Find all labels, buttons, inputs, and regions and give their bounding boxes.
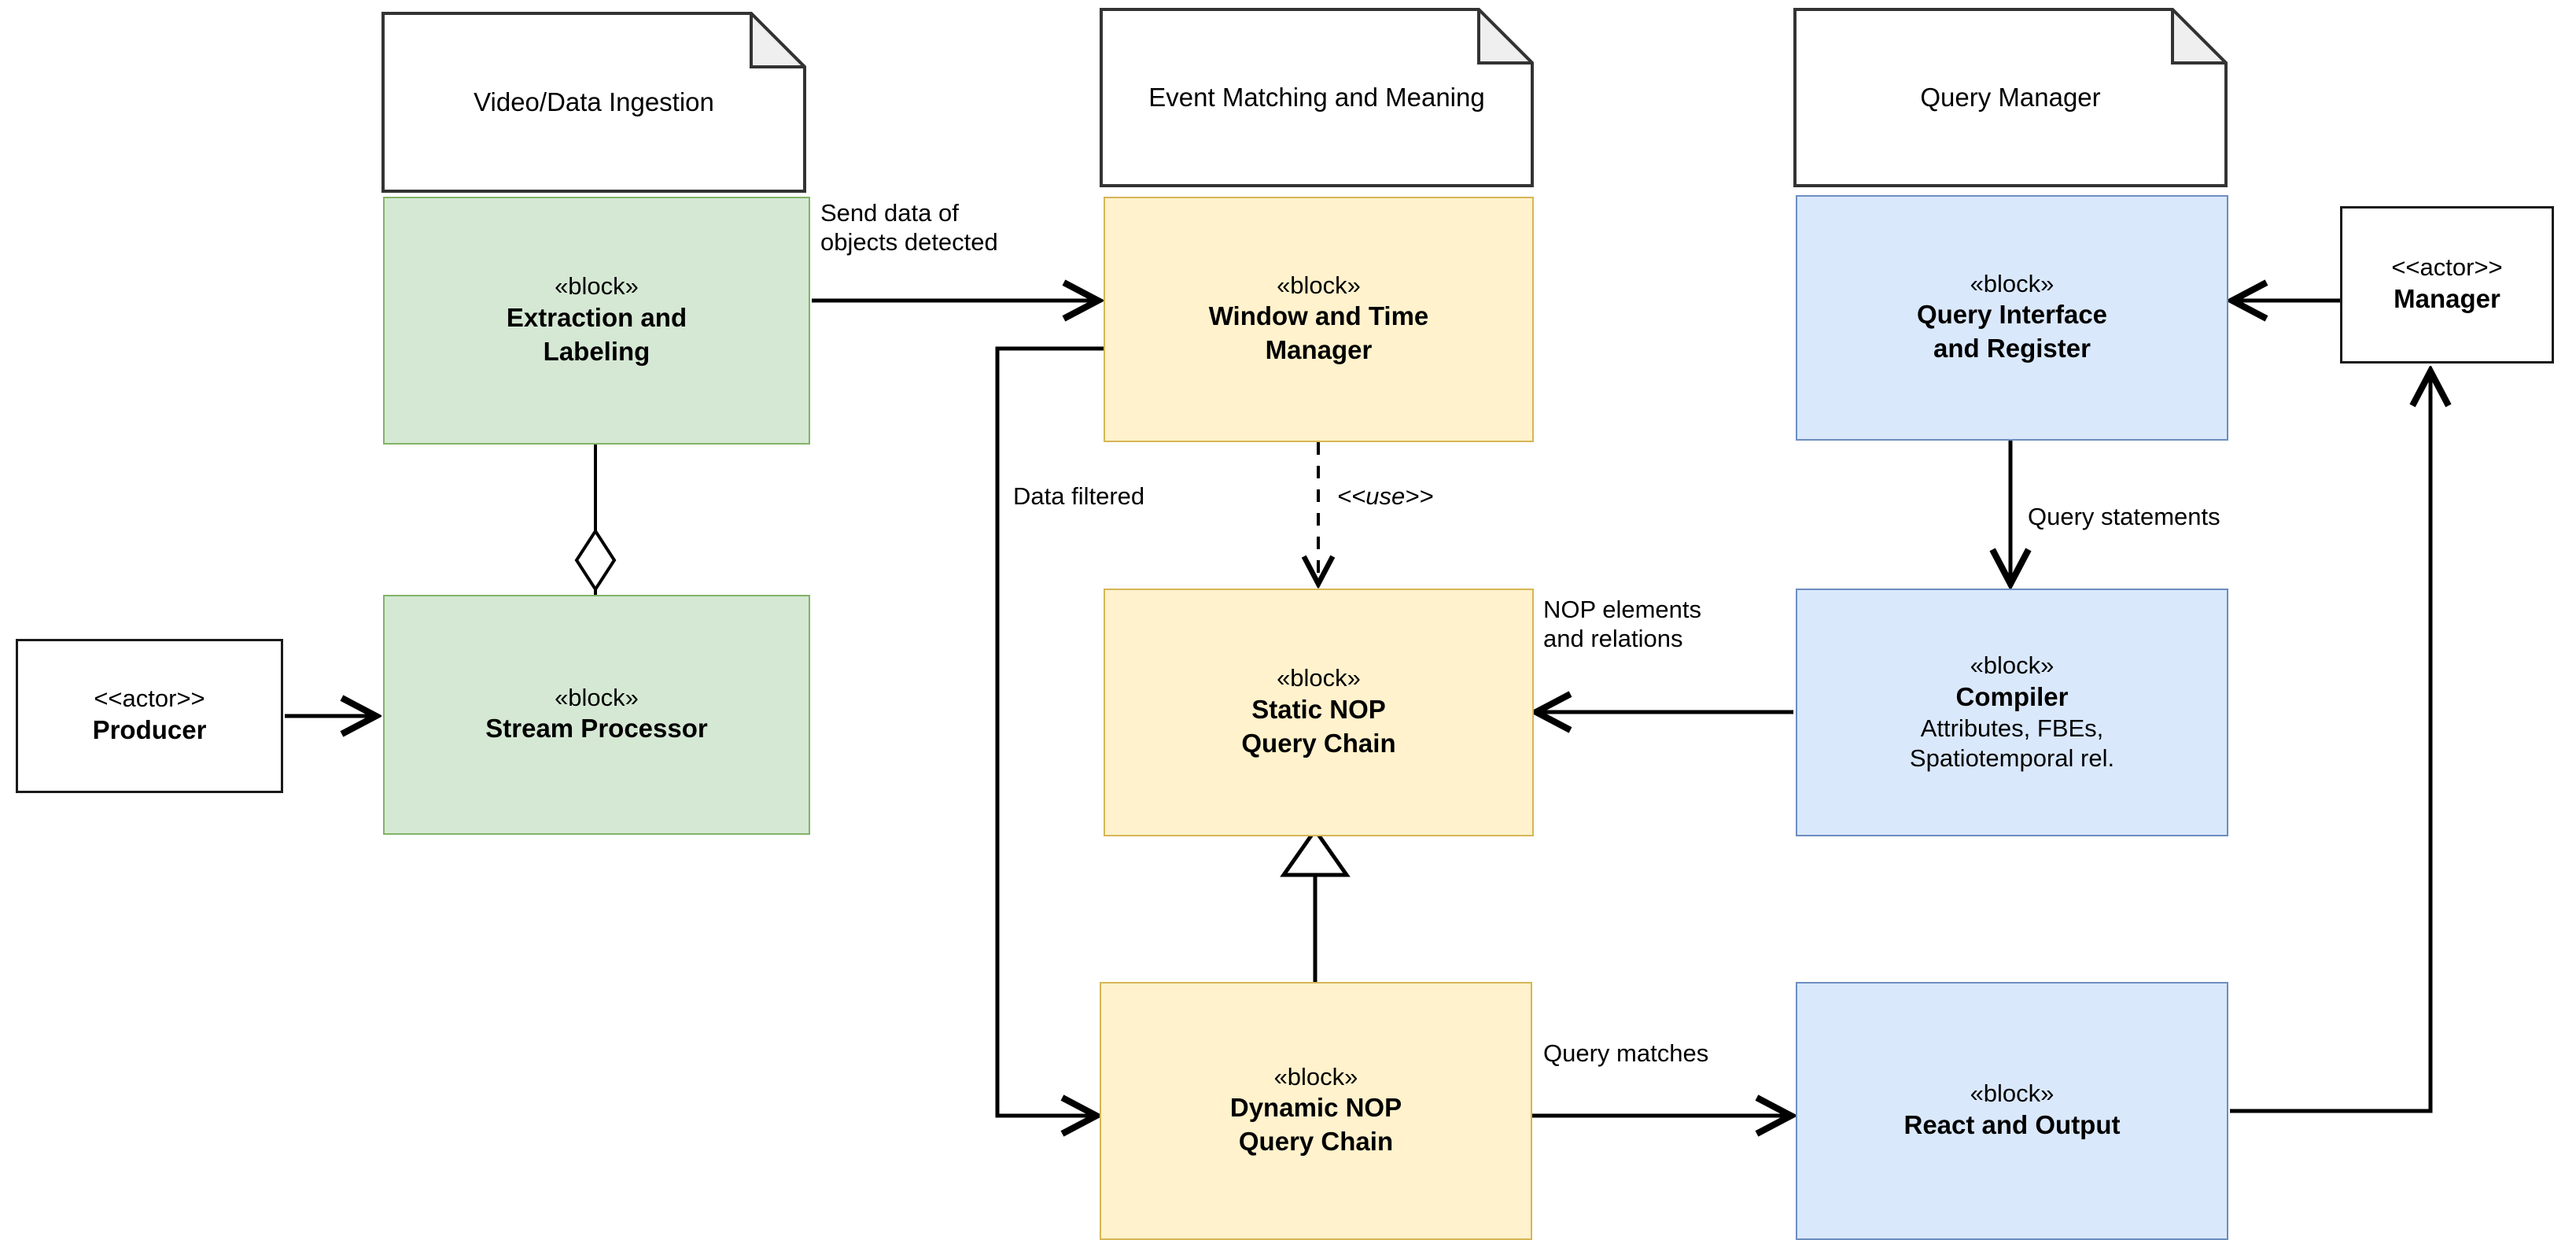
block-dynamic-nop-query-chain[interactable]: «block» Dynamic NOP Query Chain [1100, 982, 1532, 1240]
actor-manager[interactable]: <<actor>> Manager [2340, 206, 2554, 364]
edge-label-query-matches: Query matches [1543, 1039, 1709, 1067]
block-stereotype: «block» [555, 272, 639, 301]
block-title: Dynamic NOP Query Chain [1229, 1093, 1402, 1157]
block-stream-processor[interactable]: «block» Stream Processor [383, 595, 810, 835]
block-title: Window and Time Manager [1208, 301, 1429, 365]
note-body-shape [381, 12, 806, 193]
edge-window-to-dynamic-data-filtered [995, 346, 1104, 1116]
block-compiler[interactable]: «block» Compiler Attributes, FBEs, Spati… [1796, 589, 2228, 836]
actor-stereotype: <<actor>> [94, 685, 205, 713]
block-title: Compiler [1955, 681, 2069, 711]
note-query-manager: Query Manager [1793, 8, 2228, 187]
block-static-nop-query-chain[interactable]: «block» Static NOP Query Chain [1104, 589, 1534, 836]
note-video-data-ingestion: Video/Data Ingestion [381, 12, 806, 193]
block-stereotype: «block» [1970, 651, 2055, 679]
block-query-interface-and-register[interactable]: «block» Query Interface and Register [1796, 195, 2228, 441]
note-fold-corner [1477, 8, 1534, 65]
actor-title: Producer [92, 714, 207, 744]
edge-react-to-manager [2230, 371, 2430, 1113]
edge-label-send-data-of-objects-detected: Send data of objects detected [820, 199, 998, 256]
edge-label-data-filtered: Data filtered [1013, 482, 1145, 510]
edge-label-query-statements: Query statements [2028, 503, 2220, 530]
block-window-and-time-manager[interactable]: «block» Window and Time Manager [1104, 197, 1534, 442]
actor-producer[interactable]: <<actor>> Producer [16, 639, 283, 793]
note-body-shape [1100, 8, 1534, 187]
edge-label-nop-elements-and-relations: NOP elements and relations [1543, 596, 1702, 653]
block-title: Extraction and Labeling [506, 302, 687, 366]
generalization-triangle [1280, 826, 1351, 877]
block-react-and-output[interactable]: «block» React and Output [1796, 982, 2228, 1240]
block-stereotype: «block» [1277, 271, 1361, 299]
block-title: Query Interface and Register [1916, 300, 2108, 364]
aggregation-diamond [574, 528, 617, 592]
actor-stereotype: <<actor>> [2391, 253, 2503, 282]
note-body-shape [1793, 8, 2228, 187]
block-stereotype: «block» [555, 683, 639, 711]
edge-label-use-stereotype: <<use>> [1337, 482, 1434, 510]
block-stereotype: «block» [1970, 1079, 2055, 1108]
note-label: Video/Data Ingestion [474, 87, 714, 117]
block-title: Stream Processor [485, 714, 708, 744]
block-title: React and Output [1903, 1109, 2121, 1139]
block-stereotype: «block» [1273, 1062, 1358, 1091]
block-extraction-and-labeling[interactable]: «block» Extraction and Labeling [383, 197, 810, 445]
actor-title: Manager [2394, 283, 2500, 313]
note-label: Event Matching and Meaning [1148, 83, 1485, 113]
block-stereotype: «block» [1277, 664, 1361, 692]
block-subtext: Attributes, FBEs, Spatiotemporal rel. [1909, 714, 2115, 773]
block-stereotype: «block» [1970, 269, 2055, 297]
note-fold-corner [750, 12, 806, 68]
note-event-matching-and-meaning: Event Matching and Meaning [1100, 8, 1534, 187]
note-fold-corner [2171, 8, 2228, 65]
note-label: Query Manager [1920, 83, 2101, 113]
block-title: Static NOP Query Chain [1241, 694, 1396, 758]
